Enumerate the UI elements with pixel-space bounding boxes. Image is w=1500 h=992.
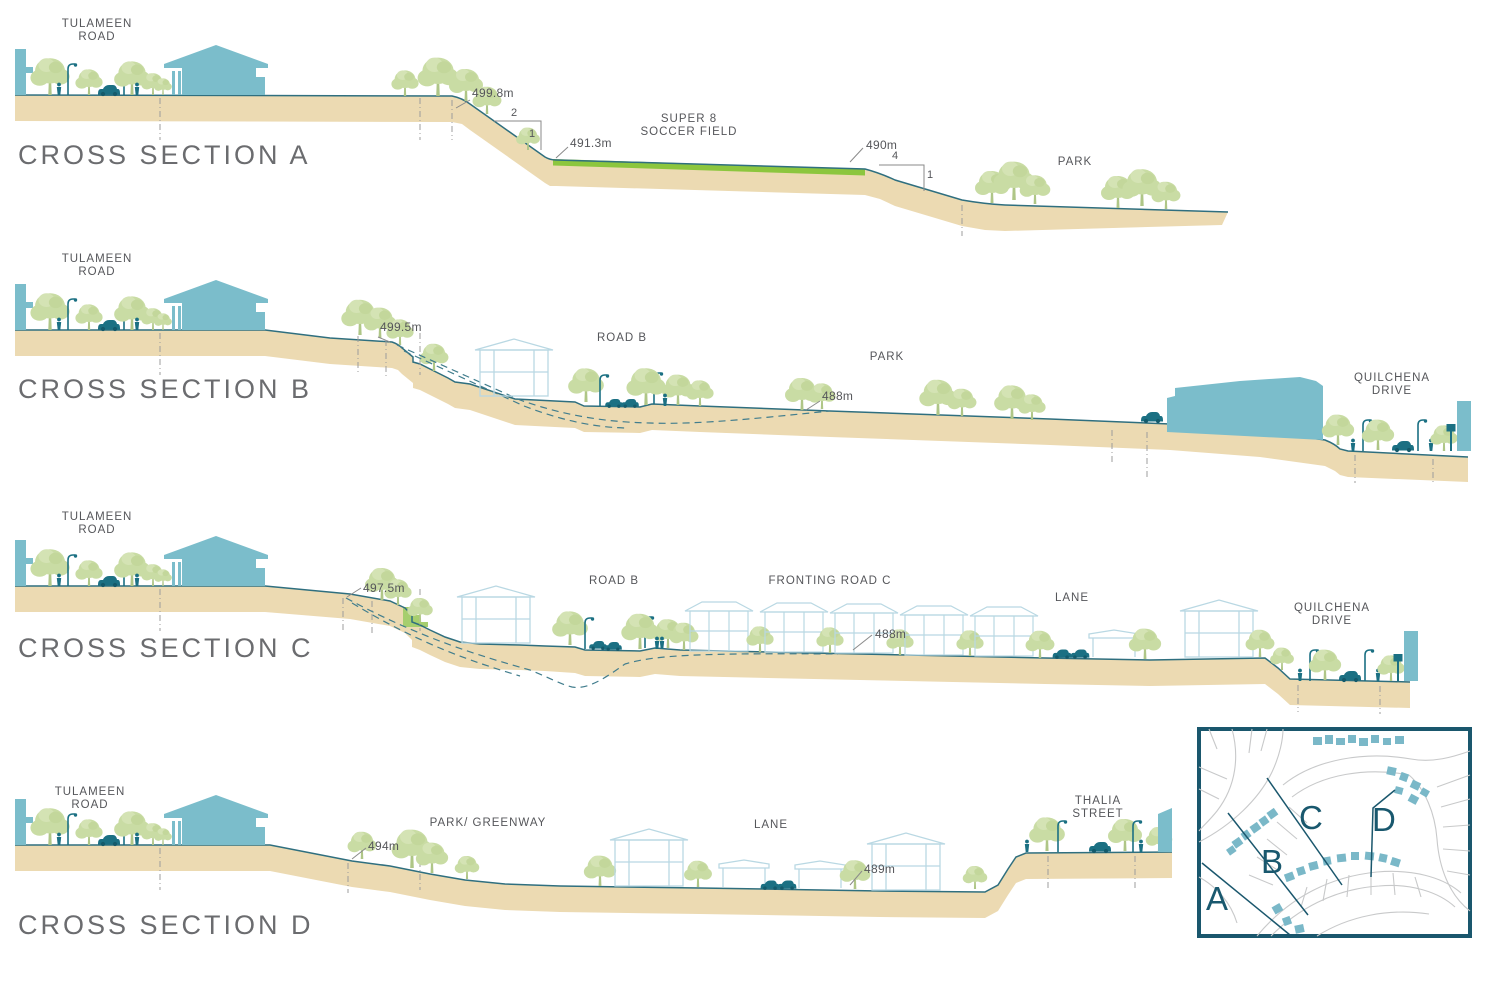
lane-label-c: LANE [1054,592,1090,604]
leader-488-b [805,400,821,411]
road-b-label-c: ROAD B [588,575,640,587]
terrain-b [15,330,1468,482]
elevation-497-5: 497.5m [363,581,405,595]
building-b-solid [1167,377,1323,440]
map-letter-d: D [1372,801,1396,838]
dashed-grade-b2 [403,350,626,429]
section-d-title: CROSS SECTION D [18,910,314,940]
slope-ratio-rise-left-a: 1 [529,128,536,140]
section-a-title: CROSS SECTION A [18,140,311,170]
dash-guides-d [347,856,1136,893]
map-line-a [1201,862,1291,936]
leader-494 [351,847,367,860]
dash-guides-b [357,336,1434,483]
terrain-d [15,845,1172,918]
slope-mark-right [879,164,925,191]
dash-guides-a [451,100,963,236]
elevation-488-b: 488m [822,389,854,403]
elevation-490: 490m [866,138,898,152]
cross-section-b-drawing [0,250,1500,483]
leader-499-8 [455,99,471,109]
map-line-b [1227,812,1309,916]
leader-488-c [852,634,873,651]
dashed-grade-c2 [351,602,521,677]
park-greenway-label: PARK/ GREENWAY [429,817,547,829]
map-line-c [1266,777,1343,886]
leader-491-3 [555,146,569,159]
slope-ratio-run-left-a: 2 [511,107,518,119]
section-c-title: CROSS SECTION C [18,633,314,663]
road-b-label-b: ROAD B [596,332,648,344]
map-section-lines [1201,777,1396,936]
slope-ratio-rise-right-a: 1 [927,169,934,181]
elevation-499-8: 499.8m [472,86,514,100]
slope-ratio-run-right-a: 4 [892,150,899,162]
park-label-b: PARK [869,351,905,363]
map-inset [1197,727,1472,938]
fronting-road-c-label: FRONTING ROAD C [768,575,892,587]
leader-490 [849,147,864,163]
cross-section-d-drawing [0,753,1500,918]
leader-499-5 [377,336,391,343]
cross-section-a-drawing [0,0,1229,236]
cross-section-c-drawing [0,498,1500,714]
soccer-field-strip [553,159,865,176]
elevation-489: 489m [864,862,896,876]
map-letter-b: B [1261,843,1284,880]
park-label-a: PARK [1057,156,1093,168]
elevation-499-5: 499.5m [380,320,422,334]
dash-guides-c [342,598,1381,714]
leader-497-5 [346,587,362,598]
ground-line-c [15,585,1411,683]
dashed-grade-b1 [396,344,831,424]
terrain-c [15,586,1410,708]
map-letter-c: C [1299,799,1323,836]
map-letter-a: A [1206,880,1229,917]
elevation-488-c: 488m [875,627,907,641]
dashed-grade-c1 [345,597,839,689]
elevation-491-3: 491.3m [570,136,612,150]
section-b-title: CROSS SECTION B [18,374,313,404]
elevation-494: 494m [368,839,400,853]
ground-line-d [15,844,1173,893]
lane-label-d: LANE [753,819,789,831]
leader-489 [849,870,863,886]
ground-line-b [15,329,1469,458]
slope-mark-left [494,120,542,150]
map-line-d [1370,789,1396,878]
map-streets [1198,728,1471,937]
